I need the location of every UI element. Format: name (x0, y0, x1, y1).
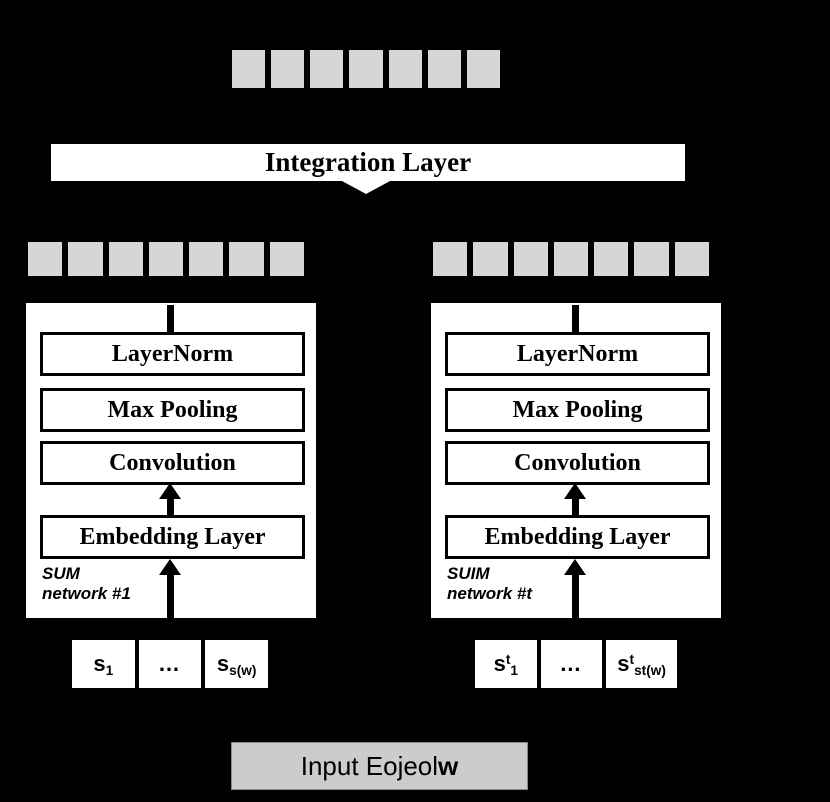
left-network-panel: LayerNorm Max Pooling Convolution Embedd… (26, 303, 316, 620)
right-token-last-sub: st(w) (634, 663, 666, 679)
left-stage-convolution-label: Convolution (109, 449, 236, 476)
right-stage-maxpooling[interactable]: Max Pooling (445, 388, 710, 432)
left-token-last-base: s (216, 651, 230, 676)
input-eojeol-symbol: w (438, 750, 459, 781)
vector-cell (347, 48, 385, 90)
vector-cell (511, 240, 550, 278)
connector-right-panel-to-vector (572, 278, 576, 304)
right-token-first-base: s (493, 651, 506, 676)
connector-input-to-right-tokens (572, 690, 576, 746)
left-panel-caption: SUM network #1 (42, 564, 131, 603)
right-token-first-sup: t (505, 651, 511, 667)
right-arrow-tokens-to-embedding-shaft (572, 573, 579, 620)
integration-layer-box[interactable]: Integration Layer (48, 141, 688, 184)
connector-left-branch-to-integration (168, 184, 172, 240)
right-token-first[interactable]: st1 (473, 638, 539, 690)
vector-cell (431, 240, 470, 278)
right-network-panel: LayerNorm Max Pooling Convolution Embedd… (431, 303, 721, 620)
vector-cell (227, 240, 266, 278)
vector-cell (267, 240, 306, 278)
left-token-ellipsis: … (136, 638, 204, 690)
left-panel-top-shaft (167, 305, 174, 332)
vector-cell (66, 240, 105, 278)
left-token-last[interactable]: ss(w) (203, 638, 271, 690)
left-arrow-embedding-to-convolution-head (159, 483, 181, 499)
right-panel-top-shaft (572, 305, 579, 332)
input-eojeol-box[interactable]: Input Eojeol w (231, 742, 528, 790)
left-branch-output-vector (26, 240, 306, 278)
vector-cell (386, 48, 424, 90)
right-token-last[interactable]: stst(w) (604, 638, 680, 690)
left-token-first-sub: 1 (105, 663, 114, 679)
connector-integration-to-output (364, 90, 368, 141)
left-arrow-tokens-to-embedding-shaft (167, 573, 174, 620)
vector-cell (471, 240, 510, 278)
left-token-row: s1 … ss(w) (70, 638, 271, 690)
vector-cell (672, 240, 711, 278)
vector-cell (269, 48, 307, 90)
left-arrow-tokens-to-embedding-head (159, 559, 181, 575)
right-stage-convolution-label: Convolution (514, 449, 641, 476)
left-token-first-base: s (93, 651, 106, 676)
right-branch-output-vector (431, 240, 711, 278)
right-token-row: st1 … stst(w) (473, 638, 680, 690)
output-representation-vector (230, 48, 502, 90)
right-token-last-sup: t (629, 651, 635, 667)
vector-cell (230, 48, 268, 90)
right-token-ellipsis: … (538, 638, 605, 690)
vector-cell (551, 240, 591, 278)
vector-cell (146, 240, 186, 278)
left-stage-embedding-label: Embedding Layer (79, 523, 266, 550)
integration-layer-arrow-notch (342, 181, 390, 194)
right-arrow-tokens-to-embedding-head (564, 559, 586, 575)
right-arrow-embedding-to-convolution-shaft (572, 497, 579, 515)
right-panel-caption: SUIM network #t (447, 564, 533, 603)
vector-cell (425, 48, 463, 90)
left-stage-layernorm[interactable]: LayerNorm (40, 332, 305, 376)
right-stage-embedding[interactable]: Embedding Layer (445, 515, 710, 559)
connector-input-to-left-tokens (168, 690, 172, 746)
input-eojeol-prefix: Input Eojeol (300, 750, 439, 781)
left-stage-embedding[interactable]: Embedding Layer (40, 515, 305, 559)
right-stage-maxpooling-label: Max Pooling (512, 396, 643, 423)
vector-cell (187, 240, 226, 278)
vector-cell (592, 240, 631, 278)
left-stage-maxpooling[interactable]: Max Pooling (40, 388, 305, 432)
right-stage-embedding-label: Embedding Layer (484, 523, 671, 550)
vector-cell (106, 240, 145, 278)
right-arrow-embedding-to-convolution-head (564, 483, 586, 499)
connector-right-branch-to-integration (572, 184, 576, 240)
vector-cell (632, 240, 671, 278)
right-stage-convolution[interactable]: Convolution (445, 441, 710, 485)
left-arrow-embedding-to-convolution-shaft (167, 497, 174, 515)
right-token-first-sub: 1 (510, 663, 518, 679)
left-token-last-sub: s(w) (229, 663, 257, 679)
left-stage-layernorm-label: LayerNorm (111, 340, 234, 367)
left-stage-convolution[interactable]: Convolution (40, 441, 305, 485)
right-token-ellipsis-base: … (559, 651, 584, 676)
right-stage-layernorm[interactable]: LayerNorm (445, 332, 710, 376)
right-stage-layernorm-label: LayerNorm (516, 340, 639, 367)
integration-layer-label: Integration Layer (264, 147, 472, 177)
vector-cell (464, 48, 502, 90)
vector-cell (26, 240, 65, 278)
vector-cell (308, 48, 346, 90)
left-token-ellipsis-base: … (158, 651, 182, 676)
left-token-first[interactable]: s1 (70, 638, 137, 690)
right-token-last-base: s (617, 651, 630, 676)
connector-left-panel-to-vector (168, 278, 172, 304)
left-stage-maxpooling-label: Max Pooling (107, 396, 238, 423)
